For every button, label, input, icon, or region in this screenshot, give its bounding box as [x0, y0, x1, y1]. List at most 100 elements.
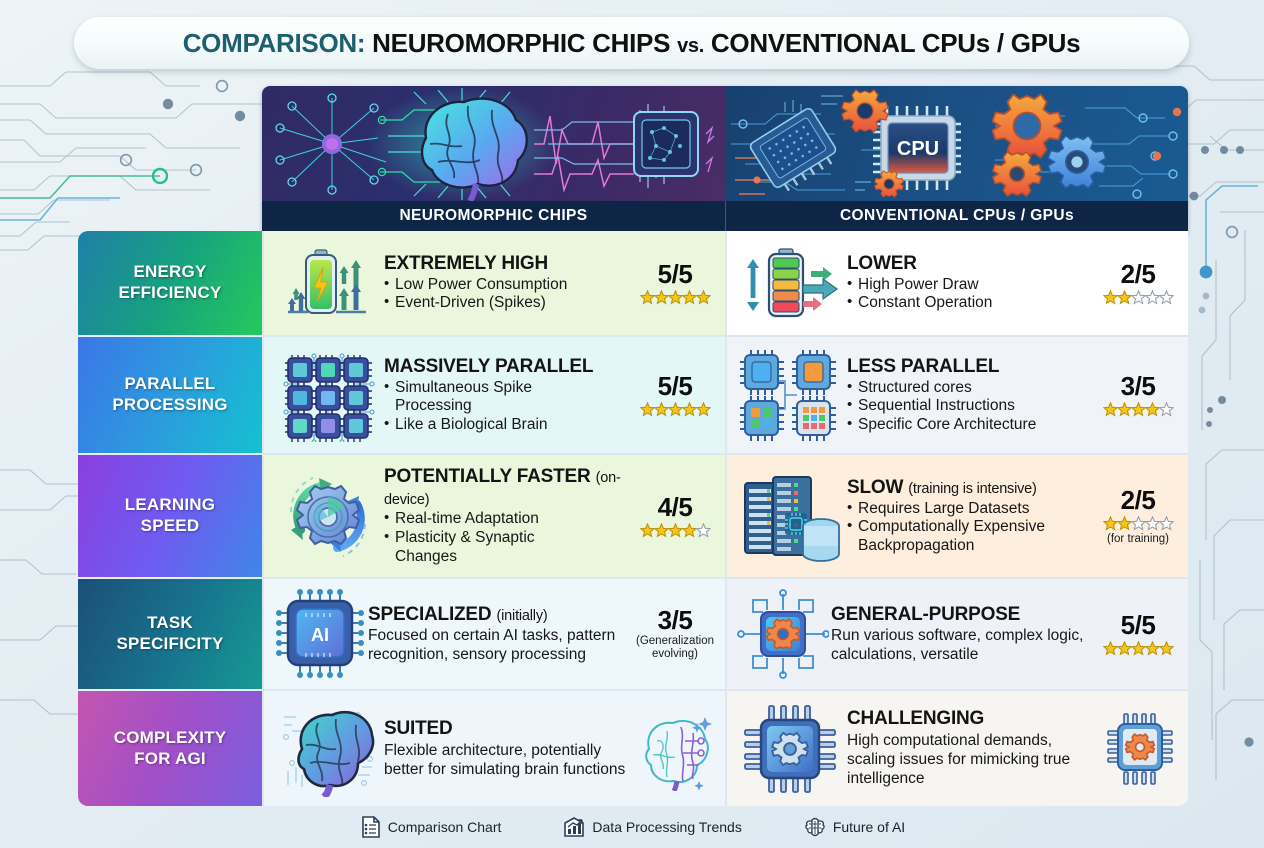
list-item: Sequential Instructions [847, 396, 1094, 416]
list-item: Structured cores [847, 378, 1094, 398]
score-block: 2/5 [1094, 261, 1180, 305]
footer-item-data-processing-trends[interactable]: Data Processing Trends [563, 816, 742, 838]
cell-body: SPECIALIZED (initially) Focused on certa… [366, 604, 631, 665]
cell-points: Requires Large Datasets Computationally … [847, 499, 1094, 556]
cell-neuromorphic-learning: POTENTIALLY FASTER (on-device) Real-time… [262, 455, 725, 579]
chip-gear-pins-icon [737, 704, 845, 793]
row-label-line2: FOR AGI [134, 748, 206, 768]
score-value: 5/5 [657, 371, 693, 401]
list-item: High Power Draw [847, 275, 1094, 295]
cell-body: SLOW (training is intensive) Requires La… [845, 477, 1094, 556]
score-note: (Generalization evolving) [636, 635, 714, 660]
cell-body: CHALLENGING High computational demands, … [845, 708, 1104, 788]
row-label-learning-speed: LEARNING SPEED [78, 455, 262, 579]
list-item-continuation: Changes [395, 547, 458, 565]
star-rating [1096, 515, 1180, 531]
score-block: 3/5 [1094, 373, 1180, 417]
score-block: 4/5 [631, 494, 717, 538]
star-rating [1096, 401, 1180, 417]
table-row: COMPLEXITY FOR AGI [78, 691, 1188, 806]
row-label-line2: SPEED [140, 516, 200, 535]
cell-body: GENERAL-PURPOSE Run various software, co… [829, 604, 1094, 665]
cell-description: Run various software, complex logic, cal… [831, 627, 1084, 664]
cell-neuromorphic-agi: SUITED Flexible architecture, potentiall… [262, 691, 725, 806]
table-row: LEARNING SPEED [78, 455, 1188, 579]
cell-headline: MASSIVELY PARALLEL [384, 355, 594, 377]
score-value: 5/5 [1120, 610, 1156, 640]
cell-headline: LOWER [847, 252, 917, 274]
row-label-parallel-processing: PARALLEL PROCESSING [78, 337, 262, 455]
cell-headline: CHALLENGING [847, 708, 985, 730]
star-rating [633, 401, 717, 417]
star-rating [633, 522, 717, 538]
score-block: 2/5 (for training) [1094, 487, 1180, 546]
cell-description: High computational demands, scaling issu… [847, 732, 1071, 788]
star-rating [1096, 289, 1180, 305]
cpu-gears-circuit-banner-icon: CPU [731, 89, 1182, 199]
cell-body: SUITED Flexible architecture, potentiall… [382, 718, 633, 779]
four-chips-icon [737, 350, 845, 441]
brain-icon [805, 817, 825, 837]
cell-headline: LESS PARALLEL [847, 355, 1000, 377]
brain-neural-chip-banner-icon [275, 88, 715, 201]
cell-conventional-agi: CHALLENGING High computational demands, … [725, 691, 1188, 806]
column-header-neuromorphic: NEUROMORPHIC CHIPS [399, 207, 588, 224]
row-label-energy-efficiency: ENERGY EFFICIENCY [78, 231, 262, 337]
cell-neuromorphic-energy: EXTREMELY HIGH Low Power Consumption Eve… [262, 231, 725, 337]
footer-item-future-of-ai[interactable]: Future of AI [804, 816, 905, 838]
chip-gear-small-icon [1104, 710, 1180, 788]
comparison-panel: CPU [78, 86, 1188, 806]
cell-points: Low Power Consumption Event-Driven (Spik… [384, 275, 631, 313]
brain-circuit-icon [274, 705, 382, 797]
document-list-icon [361, 816, 380, 838]
ai-chip-icon: AI [274, 589, 366, 678]
list-item: Specific Core Architecture [847, 415, 1094, 435]
column-header-conventional: CONVENTIONAL CPUs / GPUs [725, 201, 1188, 231]
cell-headline-main: SLOW [847, 476, 904, 498]
row-label-line1: ENERGY [133, 262, 207, 282]
list-item: Low Power Consumption [384, 275, 631, 295]
title-main-a: NEUROMORPHIC CHIPS [372, 27, 671, 58]
title-accent: COMPARISON: [182, 27, 366, 58]
cell-description: Flexible architecture, potentially bette… [384, 741, 626, 778]
cell-headline: POTENTIALLY FASTER (on-device) [384, 466, 631, 510]
banner-neuromorphic [262, 86, 725, 201]
battery-gauge-arrows-icon [737, 239, 845, 327]
score-block: 3/5 (Generalization evolving) [631, 607, 717, 660]
list-item: Simultaneous Spike [384, 378, 631, 398]
cell-conventional-energy: LOWER High Power Draw Constant Operation… [725, 231, 1188, 337]
footer-item-comparison-chart[interactable]: Comparison Chart [361, 816, 502, 838]
footer-item-label: Comparison Chart [387, 819, 502, 835]
cell-body: EXTREMELY HIGH Low Power Consumption Eve… [382, 253, 631, 313]
row-label-line1: PARALLEL [124, 374, 216, 394]
server-rack-database-icon [737, 472, 845, 562]
gear-cycle-arrows-icon [274, 472, 382, 560]
cell-headline: GENERAL-PURPOSE [831, 603, 1021, 625]
footer-links: Comparison Chart Data Processing Trends … [78, 812, 1188, 842]
row-label-line1: COMPLEXITY [113, 727, 227, 747]
score-value: 3/5 [1120, 371, 1156, 401]
list-item: Requires Large Datasets [847, 499, 1094, 519]
cell-neuromorphic-parallel: MASSIVELY PARALLEL Simultaneous Spike Pr… [262, 337, 725, 455]
list-item: Event-Driven (Spikes) [384, 293, 631, 313]
cell-neuromorphic-task: AI SPECIALIZED (initially) Focused on ce… [262, 579, 725, 691]
score-block: 5/5 [1094, 612, 1180, 656]
table-row: TASK SPECIFICITY [78, 579, 1188, 691]
row-label-line1: TASK [147, 613, 193, 633]
score-value: 5/5 [657, 259, 693, 289]
page-title: COMPARISON: NEUROMORPHIC CHIPS vs. CONVE… [183, 28, 1081, 59]
chip-grid-network-icon [274, 351, 382, 442]
footer-item-label: Data Processing Trends [592, 819, 742, 835]
banner-row: CPU [262, 86, 1188, 231]
cell-headline-main: SPECIALIZED [368, 603, 492, 625]
cell-conventional-parallel: LESS PARALLEL Structured cores Sequentia… [725, 337, 1188, 455]
row-label-line2: EFFICIENCY [118, 283, 222, 302]
cell-headline: SPECIALIZED (initially) [368, 604, 631, 626]
cell-body: MASSIVELY PARALLEL Simultaneous Spike Pr… [382, 356, 631, 435]
list-item: Plasticity & Synaptic [384, 528, 631, 548]
cell-points: Structured cores Sequential Instructions… [847, 378, 1094, 435]
star-rating [1096, 640, 1180, 656]
row-label-task-specificity: TASK SPECIFICITY [78, 579, 262, 691]
title-vs: vs. [677, 34, 704, 57]
list-item-continuation: Backpropagation [858, 536, 975, 554]
